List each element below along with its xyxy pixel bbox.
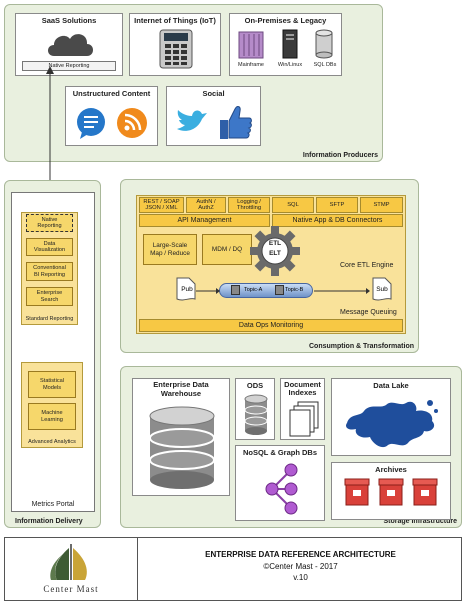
storage-label: Storage Infrastructure [383, 518, 457, 525]
winlinux-label: Win/Linux [277, 62, 303, 68]
footer-copyright: ©Center Mast - 2017 [263, 562, 338, 571]
iot-title: Internet of Things (IoT) [134, 16, 216, 25]
mainframe-label: Mainframe [238, 62, 264, 68]
ods-tile[interactable]: ODS [235, 378, 275, 440]
stmp-header[interactable]: STMP [360, 197, 403, 213]
data-visualization-box[interactable]: Data Visualization [26, 238, 73, 256]
archive-box-icon [378, 478, 404, 506]
enterprise-search-box[interactable]: Enterprise Search [26, 287, 73, 306]
data-lake-tile[interactable]: Data Lake [331, 378, 451, 456]
doc-indexes-title: Document Indexes [284, 380, 321, 398]
cloud-icon [48, 34, 93, 56]
chat-bubble-icon [77, 108, 105, 139]
authn-authz-header[interactable]: AuthN / AuthZ [186, 197, 226, 213]
footer-version: v.10 [293, 573, 308, 582]
saas-title: SaaS Solutions [41, 16, 97, 25]
archives-title: Archives [375, 465, 407, 474]
etl-gear-icon [250, 226, 300, 276]
saas-tile[interactable]: SaaS Solutions Native Reporting [15, 13, 123, 76]
api-management-band[interactable]: API Management [139, 214, 270, 227]
topic-b-label: Topic-B [285, 287, 304, 293]
nosql-title: NoSQL & Graph DBs [242, 448, 318, 457]
edw-title: Enterprise Data Warehouse [153, 380, 209, 398]
consumption-label: Consumption & Transformation [309, 343, 414, 350]
social-tile[interactable]: Social [166, 86, 261, 146]
rest-soap-header[interactable]: REST / SOAP JSON / XML [139, 197, 184, 213]
server-tower-icon [282, 29, 298, 59]
saas-native-reporting: Native Reporting [22, 61, 116, 71]
archives-tile[interactable]: Archives [331, 462, 451, 520]
machine-learning-box[interactable]: Machine Learning [28, 403, 76, 430]
native-connectors-band[interactable]: Native App & DB Connectors [272, 214, 403, 227]
lake-shape-icon [346, 400, 438, 448]
document-stack-icon [289, 401, 319, 437]
delivery-label: Information Delivery [15, 518, 83, 525]
onprem-title: On-Premises & Legacy [244, 16, 327, 25]
sql-header[interactable]: SQL [272, 197, 314, 213]
mainframe-icon [238, 31, 264, 59]
topic-b-icon [275, 285, 284, 295]
ods-database-icon [244, 394, 268, 435]
footer-title: ENTERPRISE DATA REFERENCE ARCHITECTURE [205, 550, 396, 559]
sub-doc-icon [372, 277, 392, 301]
footer-divider [137, 538, 138, 600]
elt-label: ELT [269, 250, 281, 257]
ods-title: ODS [246, 381, 264, 390]
graph-network-icon [265, 463, 298, 515]
nosql-tile[interactable]: NoSQL & Graph DBs [235, 445, 325, 521]
topic-a-label: Topic-A [244, 287, 263, 293]
producers-label: Information Producers [302, 152, 378, 159]
unstructured-title: Unstructured Content [72, 89, 151, 98]
etl-label: ETL [268, 240, 282, 247]
native-reporting-box[interactable]: Native Reporting [26, 214, 73, 232]
twitter-bird-icon [177, 110, 207, 131]
logging-throttling-header[interactable]: Logging / Throttling [228, 197, 270, 213]
database-icon [315, 29, 333, 59]
onprem-tile[interactable]: On-Premises & Legacy Mainframe Win/Linux… [229, 13, 342, 76]
social-title: Social [202, 89, 225, 98]
sftp-header[interactable]: SFTP [316, 197, 358, 213]
message-queuing-label: Message Queuing [340, 309, 397, 316]
edw-tile[interactable]: Enterprise Data Warehouse [132, 378, 230, 496]
portal-label: Metrics Portal [31, 501, 75, 508]
data-lake-title: Data Lake [373, 381, 409, 390]
sub-label: Sub [376, 286, 388, 293]
archive-box-icon [344, 478, 370, 506]
archive-box-icon [412, 478, 438, 506]
rss-feed-icon [117, 108, 147, 138]
thumbs-up-icon [220, 106, 252, 139]
standard-reporting-label: Standard Reporting [25, 316, 74, 322]
advanced-analytics-label: Advanced Analytics [28, 439, 76, 445]
unstructured-tile[interactable]: Unstructured Content [65, 86, 158, 146]
statistical-models-box[interactable]: Statistical Models [28, 371, 76, 398]
footer: Center Mast ENTERPRISE DATA REFERENCE AR… [4, 537, 462, 601]
pub-label: Pub [181, 286, 193, 293]
doc-indexes-tile[interactable]: Document Indexes [280, 378, 325, 440]
keypad-device-icon [159, 29, 193, 69]
iot-tile[interactable]: Internet of Things (IoT) [129, 13, 221, 76]
logo-text: Center Mast [43, 584, 99, 594]
sqldbs-label: SQL DBs [313, 62, 337, 68]
data-ops-band[interactable]: Data Ops Monitoring [139, 319, 403, 332]
center-mast-logo [50, 544, 87, 580]
large-scale-box[interactable]: Large-Scale Map / Reduce [143, 234, 197, 265]
warehouse-database-icon [149, 406, 215, 489]
topic-a-icon [231, 285, 240, 295]
topic-pipe[interactable] [219, 283, 313, 298]
conventional-bi-box[interactable]: Conventional BI Reporting [26, 262, 73, 281]
mdm-dq-box[interactable]: MDM / DQ [202, 234, 252, 265]
core-etl-label: Core ETL Engine [340, 262, 394, 269]
pub-doc-icon [176, 277, 196, 301]
queue-arrows [196, 288, 370, 294]
